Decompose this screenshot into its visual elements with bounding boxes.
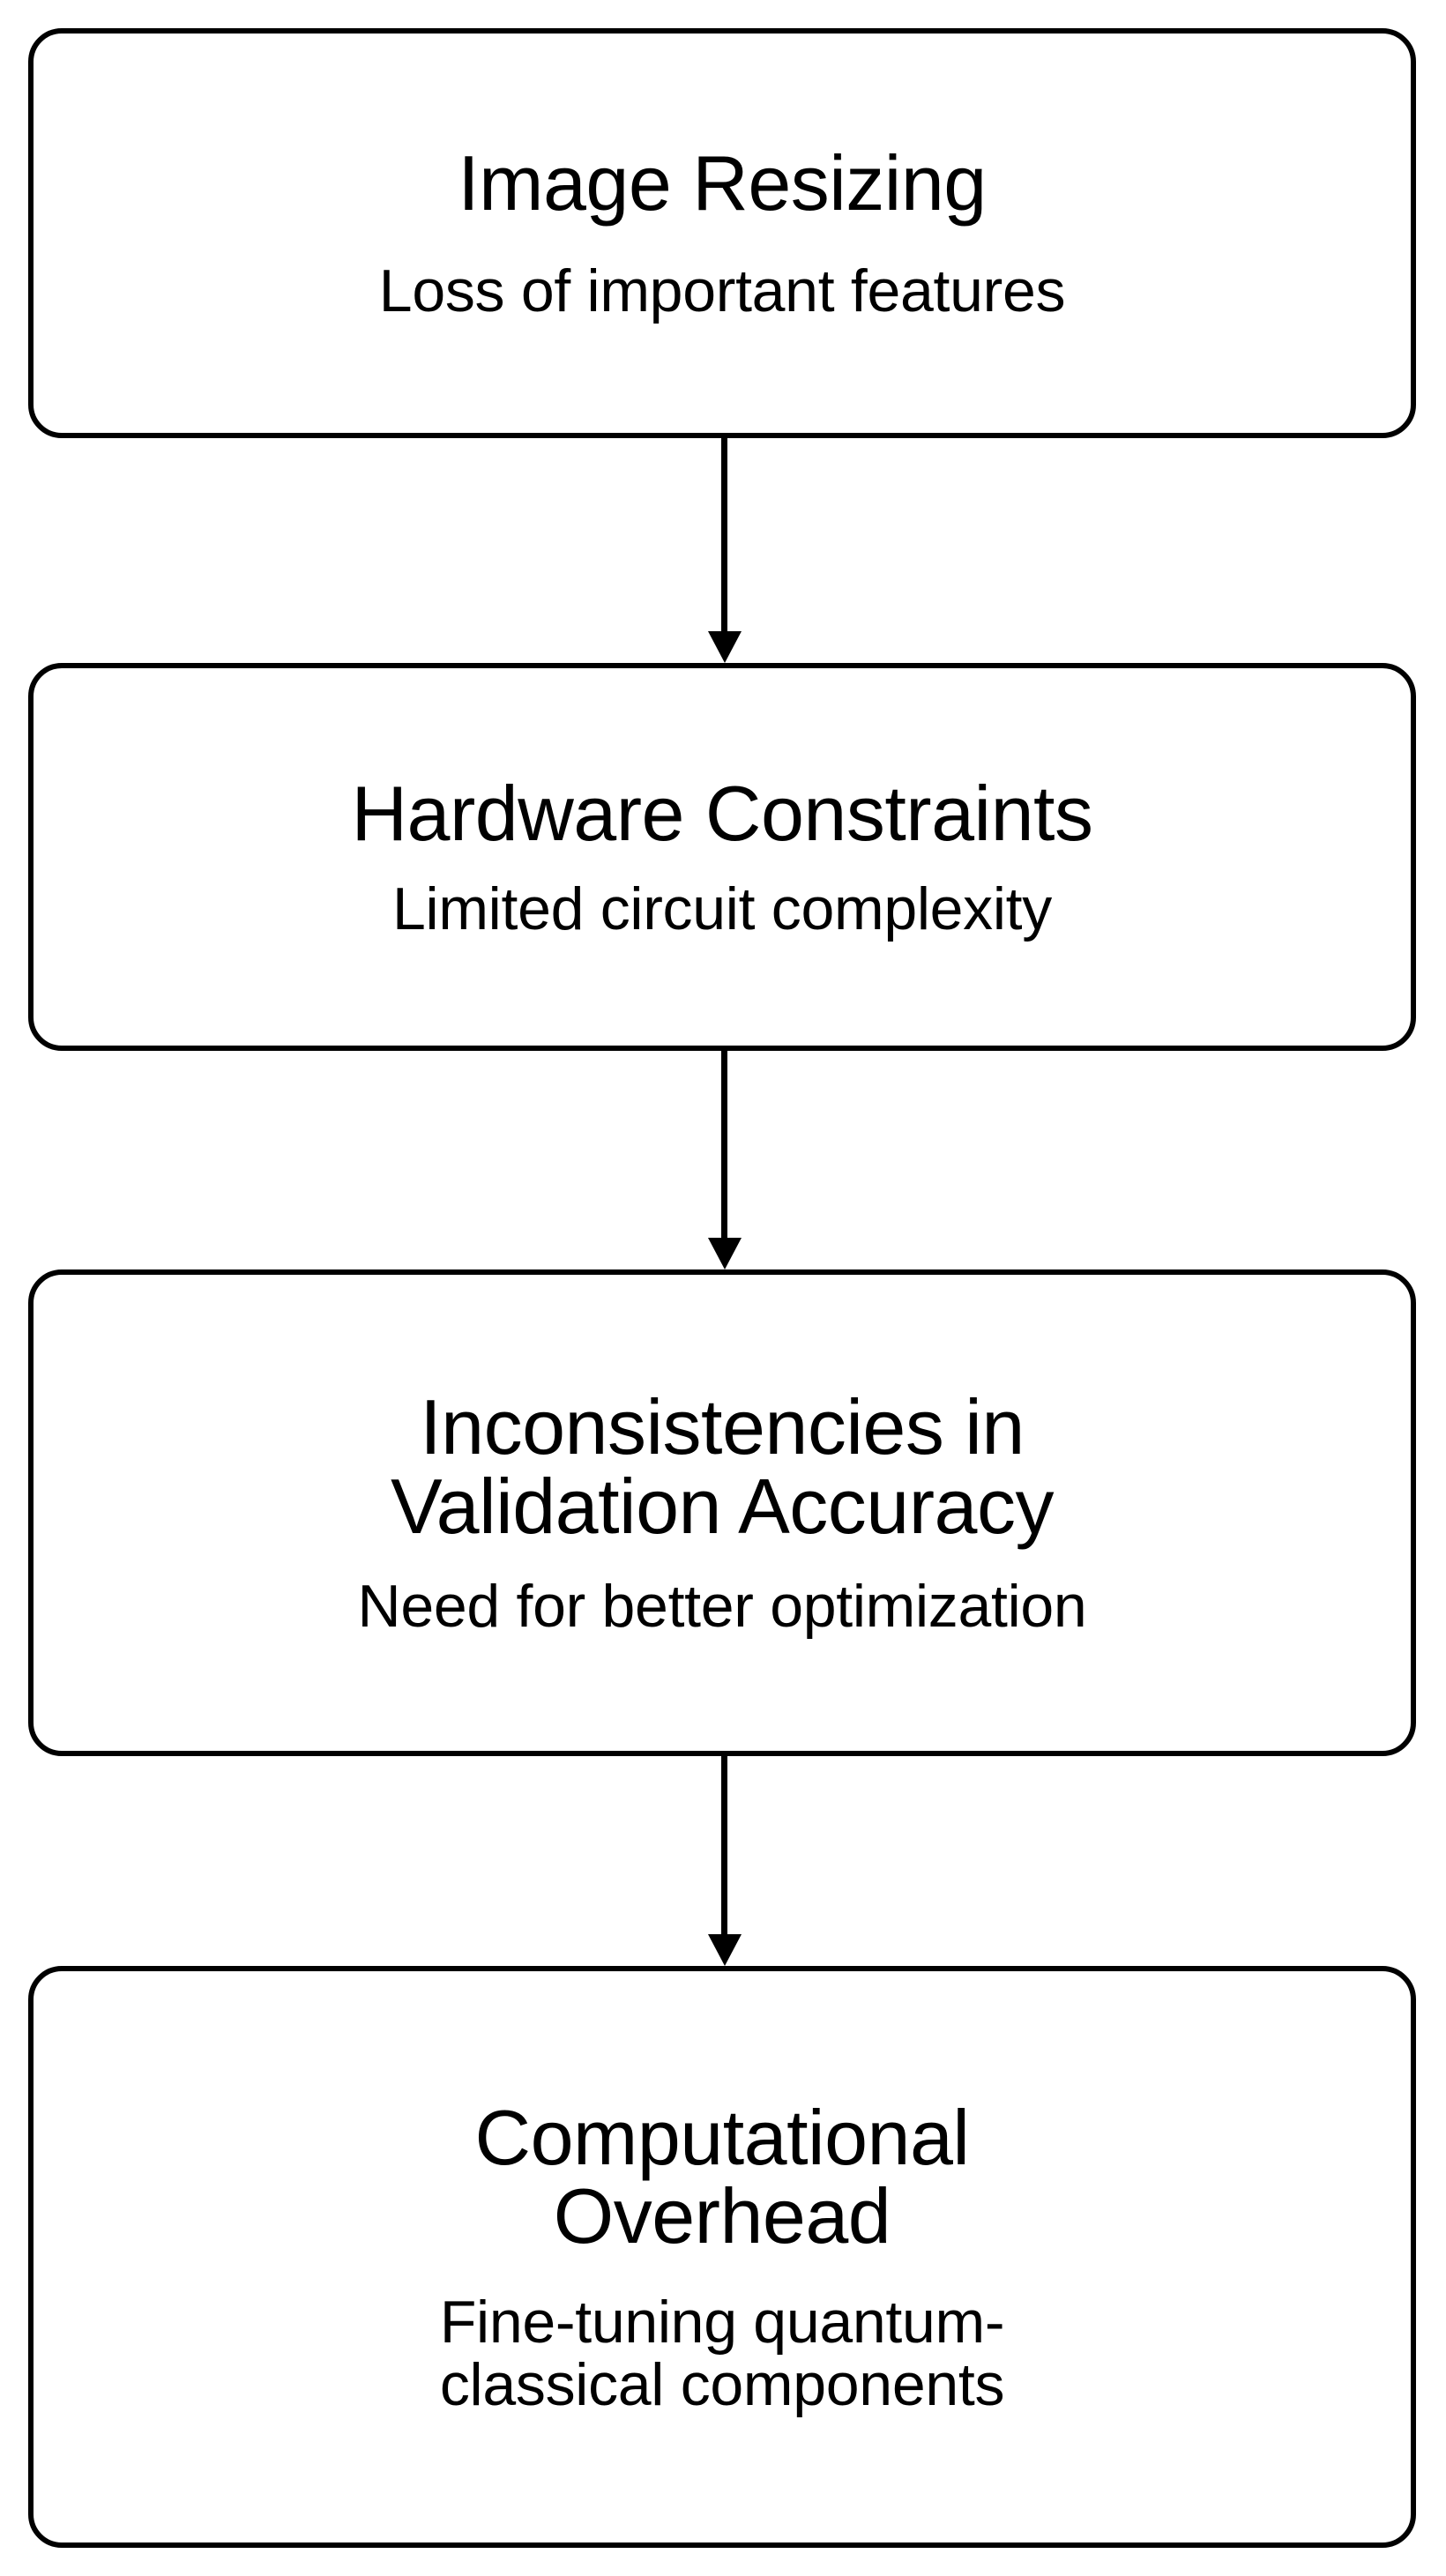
arrow-head-icon bbox=[708, 1934, 742, 1966]
arrow-head-icon bbox=[708, 631, 742, 663]
arrow-shaft bbox=[721, 1756, 727, 1934]
node-title: Hardware Constraints bbox=[351, 769, 1094, 857]
arrow-shaft bbox=[721, 438, 727, 631]
node-title: Inconsistencies in Validation Accuracy bbox=[391, 1382, 1054, 1550]
node-subtitle: Need for better optimization bbox=[357, 1573, 1087, 1641]
node-subtitle: Fine-tuning quantum- classical component… bbox=[439, 2289, 1005, 2418]
arrow-shaft bbox=[721, 1051, 727, 1238]
connector-arrow-down bbox=[707, 1051, 742, 1269]
flowchart-node-image-resizing[interactable]: Image Resizing Loss of important feature… bbox=[28, 28, 1416, 438]
flowchart-node-hardware-constraints[interactable]: Hardware Constraints Limited circuit com… bbox=[28, 663, 1416, 1051]
flowchart-node-computational-overhead[interactable]: Computational Overhead Fine-tuning quant… bbox=[28, 1966, 1416, 2548]
connector-arrow-down bbox=[707, 1756, 742, 1966]
node-title: Image Resizing bbox=[458, 139, 987, 227]
arrow-head-icon bbox=[708, 1238, 742, 1269]
node-subtitle: Limited circuit complexity bbox=[392, 875, 1052, 942]
node-title: Computational Overhead bbox=[474, 2093, 970, 2260]
connector-arrow-down bbox=[707, 438, 742, 663]
flowchart-node-inconsistencies-validation-accuracy[interactable]: Inconsistencies in Validation Accuracy N… bbox=[28, 1269, 1416, 1756]
node-subtitle: Loss of important features bbox=[378, 257, 1066, 325]
